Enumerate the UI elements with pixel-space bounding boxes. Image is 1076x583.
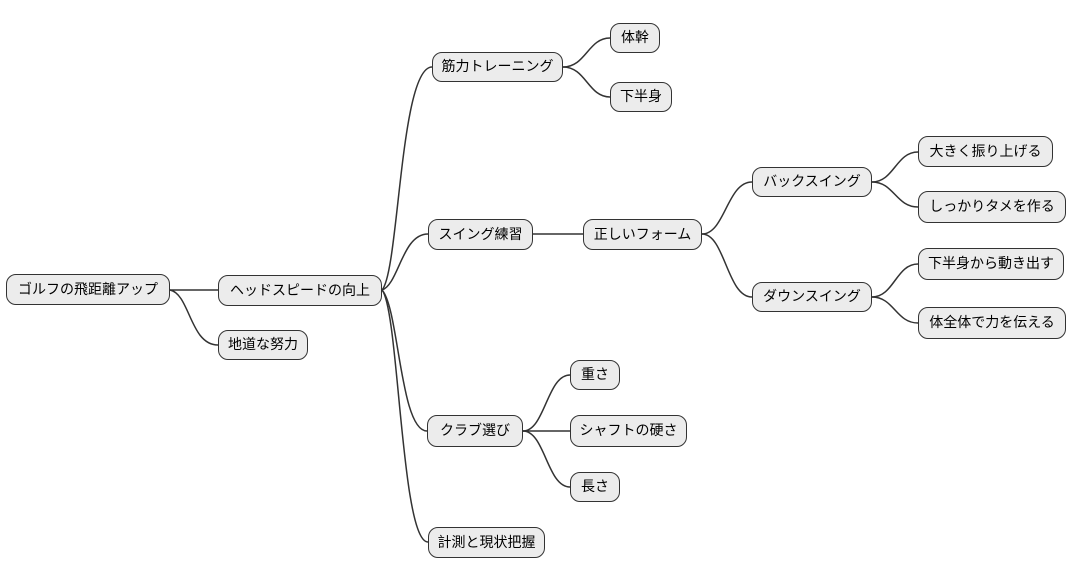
node-shaft-stiffness: シャフトの硬さ (570, 415, 687, 447)
edge-headspeed-measurement (381, 289, 429, 543)
edge-headspeed-strength-training (381, 66, 433, 291)
node-start-from-lower-body: 下半身から動き出す (918, 248, 1064, 280)
edge-headspeed-club-selection (381, 289, 428, 432)
node-weight: 重さ (570, 360, 620, 390)
edge-downswing-whole-body-power (871, 296, 919, 324)
node-correct-form: 正しいフォーム (583, 219, 702, 250)
node-steady-effort: 地道な努力 (218, 330, 308, 360)
node-head-speed-improvement: ヘッドスピードの向上 (218, 275, 382, 306)
edge-headspeed-swing-practice (381, 233, 429, 291)
node-transmit-power-whole-body: 体全体で力を伝える (918, 307, 1066, 339)
edge-club-length (522, 430, 571, 488)
edge-correct-form-backswing (701, 181, 753, 235)
edge-backswing-swing-up-big (871, 151, 919, 183)
node-lower-body: 下半身 (610, 82, 672, 112)
node-measurement-status: 計測と現状把握 (428, 527, 545, 558)
node-strength-training: 筋力トレーニング (432, 52, 563, 82)
node-swing-up-big: 大きく振り上げる (918, 136, 1053, 167)
node-golf-distance-up: ゴルフの飛距離アップ (6, 274, 170, 305)
node-backswing: バックスイング (752, 167, 872, 197)
edge-downswing-start-lower-body (871, 263, 919, 298)
edge-correct-form-downswing (701, 233, 753, 298)
node-swing-practice: スイング練習 (428, 219, 533, 250)
edge-strength-core (562, 37, 611, 68)
edge-club-weight (522, 374, 571, 432)
node-create-lag: しっかりタメを作る (918, 191, 1066, 223)
node-core: 体幹 (610, 23, 660, 53)
edge-backswing-create-lag (871, 181, 919, 208)
node-length: 長さ (570, 472, 620, 502)
node-downswing: ダウンスイング (752, 282, 872, 312)
edge-root-steady-effort (169, 289, 219, 346)
edge-strength-lower-body (562, 66, 611, 98)
node-club-selection: クラブ選び (427, 415, 523, 447)
